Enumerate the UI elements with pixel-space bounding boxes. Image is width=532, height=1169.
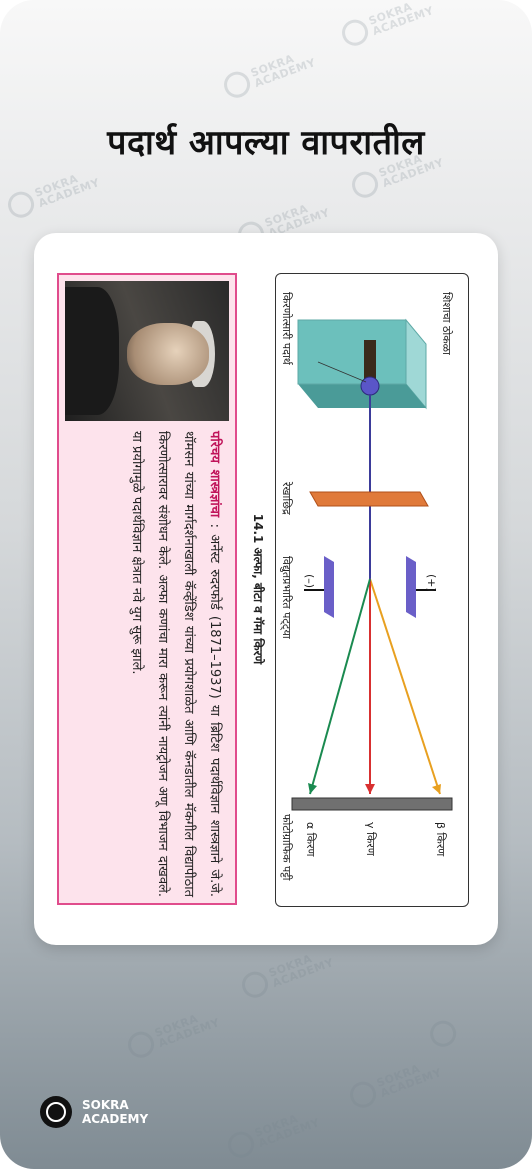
photographic-film: [291, 797, 453, 811]
label-plus: (+): [425, 574, 438, 592]
content-card: शिशाचा ठोकळा किरणोत्सारी पदार्थ रेखाछिद्…: [34, 233, 498, 945]
label-lead-block: शिशाचा ठोकळा: [440, 292, 453, 355]
rotated-textbook-page: शिशाचा ठोकळा किरणोत्सारी पदार्थ रेखाछिद्…: [43, 259, 489, 919]
plate-negative: [324, 556, 334, 618]
radiation-diagram: [291, 318, 453, 811]
radioactive-source: [360, 376, 380, 396]
scientist-photo: [65, 281, 229, 421]
alpha-ray: [309, 578, 371, 795]
lead-block-side: [298, 384, 426, 408]
watermark: [426, 1016, 463, 1051]
beta-ray: [369, 578, 441, 795]
scientist-bio-box: परिचय शास्त्रज्ञांचा : अर्नेस्ट रुदरफोर्…: [57, 273, 237, 905]
label-radioactive: किरणोत्सारी पदार्थ: [280, 292, 293, 365]
label-film: फोटोग्राफिक पट्टी: [280, 814, 293, 881]
label-beta: β किरण: [434, 822, 447, 857]
brand-line2: ACADEMY: [82, 1112, 149, 1126]
diagram-frame: शिशाचा ठोकळा किरणोत्सारी पदार्थ रेखाछिद्…: [275, 273, 469, 907]
brand-line1: SOKRA: [82, 1098, 129, 1112]
bio-heading: परिचय शास्त्रज्ञांचा: [207, 431, 222, 518]
bio-text: परिचय शास्त्रज्ञांचा : अर्नेस्ट रुदरफोर्…: [123, 431, 227, 897]
label-slit: रेखाछिद्र: [280, 482, 293, 515]
label-minus: (–): [303, 574, 316, 589]
label-gamma: γ किरण: [364, 822, 377, 856]
plate-positive: [406, 556, 416, 618]
sokra-logo-icon: [40, 1096, 72, 1128]
label-alpha: α किरण: [304, 822, 317, 857]
figure-caption: 14.1 अल्फा, बीटा व गॅमा किरणे: [251, 513, 265, 665]
slit-plate: [309, 491, 429, 507]
label-plates: विद्युतप्रभारित पट्ट्या: [280, 556, 293, 639]
page-title: पदार्थ आपल्या वापरातील: [107, 123, 425, 163]
lead-block: [297, 319, 407, 385]
